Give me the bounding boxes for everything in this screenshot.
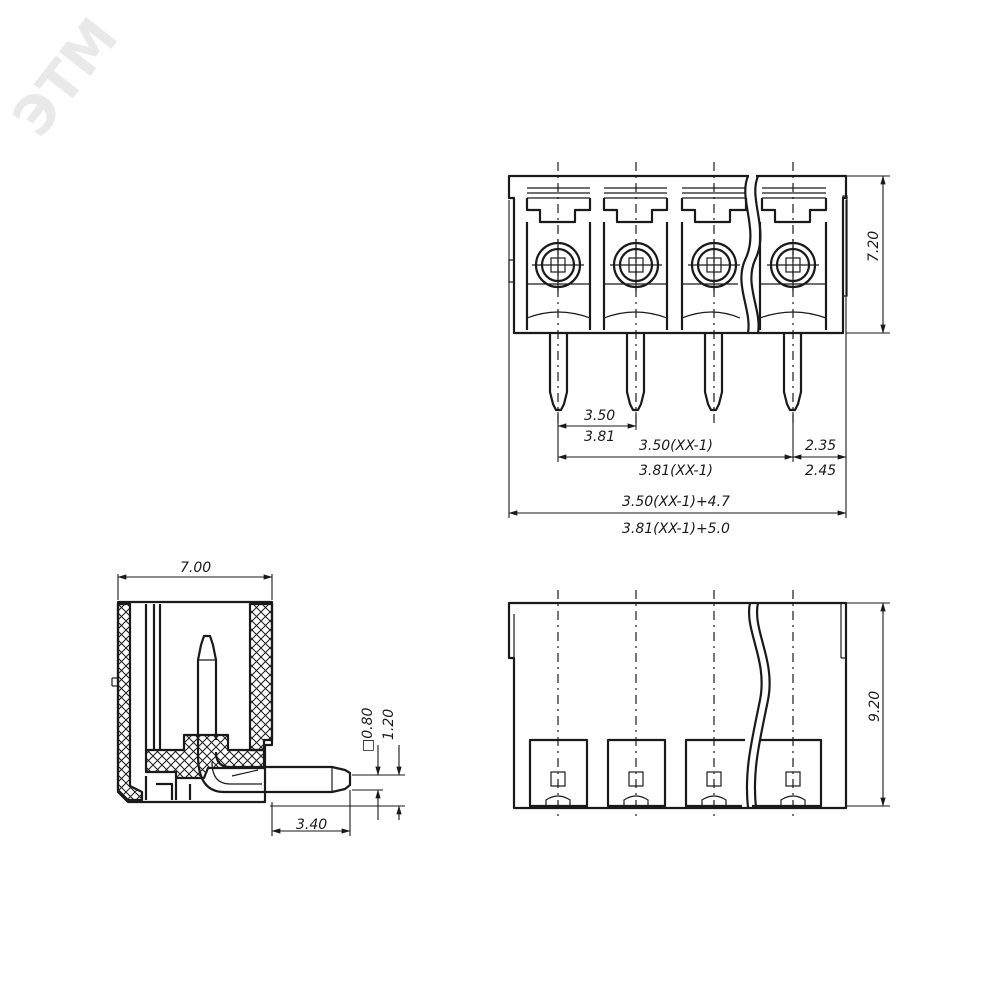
bottom-break-line <box>745 602 763 809</box>
pin-height-dim: 1.20 <box>381 709 397 740</box>
watermark-logo: ЭТМ <box>1 7 131 148</box>
side-dim-a: 2.35 <box>805 438 836 454</box>
bottom-dimensions: 9.20 <box>846 602 890 807</box>
side-view: 7.00 3.40 □0.80 1.20 <box>111 560 405 836</box>
bottom-center-lines <box>557 590 794 818</box>
side-bottom-block <box>144 733 266 780</box>
span-dim-b: 3.81(XX-1) <box>639 463 713 479</box>
front-dimensions: 3.50 3.81 3.50(XX-1) 3.81(XX-1) 2.35 2.4… <box>508 175 890 537</box>
span-dim-a: 3.50(XX-1) <box>639 438 713 454</box>
watermark-text: ЭТМ <box>1 7 131 148</box>
side-right-wall <box>248 602 274 752</box>
side-left-wall <box>116 602 144 802</box>
side-dim-b: 2.45 <box>805 463 836 479</box>
side-pin-dim: 3.40 <box>296 817 327 833</box>
bottom-view: 9.20 <box>507 590 890 818</box>
total-dim-b: 3.81(XX-1)+5.0 <box>622 521 730 537</box>
pitch-dim-a: 3.50 <box>584 408 615 424</box>
bottom-housing-outline <box>507 601 848 810</box>
side-pin-horizontal <box>196 751 352 794</box>
front-height-dim: 7.20 <box>866 231 882 262</box>
pitch-dim-b: 3.81 <box>584 429 615 445</box>
pin-size-dim: □0.80 <box>360 708 376 752</box>
side-pin-vertical <box>196 634 218 755</box>
side-dimensions: 7.00 3.40 □0.80 1.20 <box>117 560 405 836</box>
bottom-window-3 <box>684 738 745 808</box>
total-dim-a: 3.50(XX-1)+4.7 <box>622 494 730 510</box>
front-center-lines <box>557 162 794 425</box>
bottom-height-dim: 9.20 <box>867 691 883 722</box>
front-housing-outline <box>507 174 848 335</box>
front-pins <box>548 333 803 412</box>
bottom-window-4 <box>752 738 823 808</box>
front-view: 3.50 3.81 3.50(XX-1) 3.81(XX-1) 2.35 2.4… <box>507 162 890 537</box>
front-break-line <box>740 175 752 334</box>
side-width-dim: 7.00 <box>180 560 211 576</box>
